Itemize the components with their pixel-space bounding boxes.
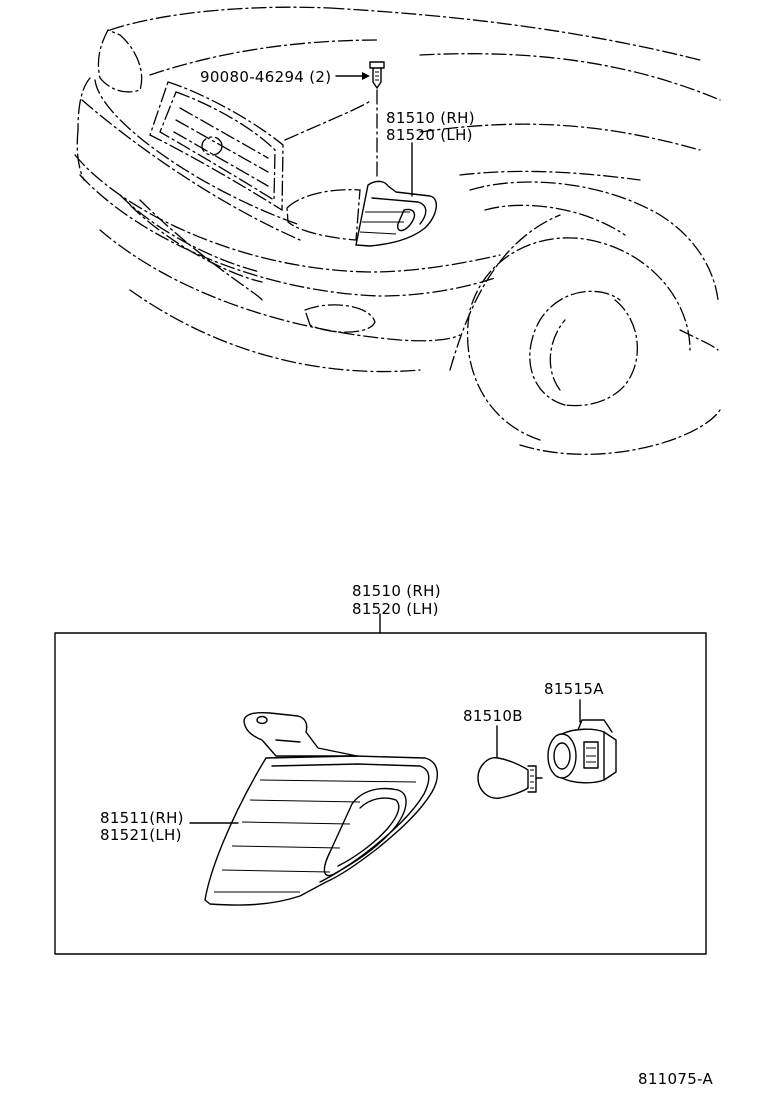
assembly-rh-label-top: 81510 (RH) (386, 109, 475, 127)
clip-leader (335, 72, 370, 80)
assembly-rh-label: 81510 (RH) (352, 582, 441, 600)
assembly-bracket (54, 613, 707, 955)
installed-turn-lamp (355, 180, 437, 247)
bulb-label: 81510B (463, 707, 523, 725)
socket-part (547, 719, 617, 784)
lens-lh-label: 81521(LH) (100, 826, 182, 844)
assembly-lh-label-top: 81520 (LH) (386, 126, 473, 144)
clip-part (369, 61, 385, 89)
lens-part (204, 711, 438, 906)
diagram-code: 811075-A (638, 1070, 713, 1088)
clip-part-number: 90080-46294 (2) (200, 68, 331, 86)
assembly-lh-label: 81520 (LH) (352, 600, 439, 618)
vehicle-outline (74, 6, 721, 455)
socket-label: 81515A (544, 680, 604, 698)
bulb-part (477, 757, 543, 799)
lens-rh-label: 81511(RH) (100, 809, 184, 827)
